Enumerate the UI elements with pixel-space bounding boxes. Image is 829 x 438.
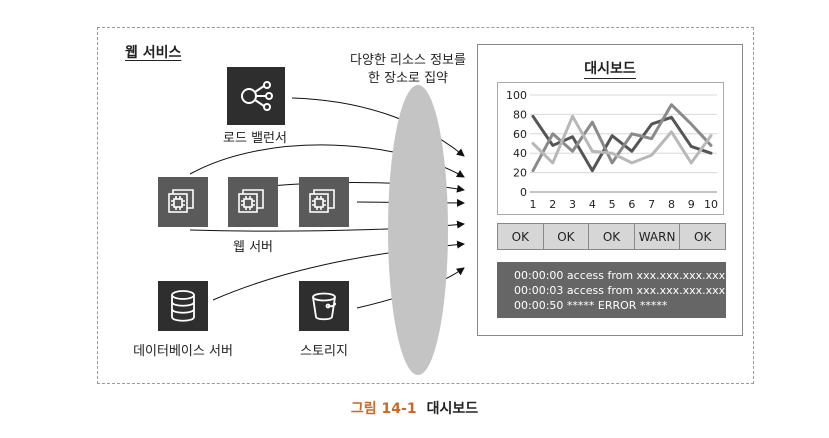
collector-line-2: 한 장소로 집약 (367, 71, 449, 86)
web-server-2-icon (228, 177, 278, 227)
x-tick-label: 4 (589, 198, 596, 211)
x-tick-label: 6 (628, 198, 635, 211)
figure-caption: 그림 14-1 대시보드 (0, 398, 829, 418)
load-balancer-label: 로드 밸런서 (223, 131, 287, 146)
x-tick-label: 9 (688, 198, 695, 211)
web-service-title: 웹 서비스 (125, 45, 182, 61)
x-tick-label: 8 (668, 198, 675, 211)
web-server-3-icon (299, 177, 349, 227)
load-balancer-icon (227, 67, 285, 125)
x-tick-label: 5 (609, 198, 616, 211)
log-panel: 00:00:00 access from xxx.xxx.xxx.xxx 00:… (497, 262, 726, 318)
web-server-1-icon (158, 177, 208, 227)
y-tick-label: 100 (506, 89, 527, 102)
log-line-3: 00:00:50 ***** ERROR ***** (514, 299, 668, 312)
series-line-3 (531, 114, 713, 165)
collector-line-1: 다양한 리소스 정보를 (350, 53, 466, 68)
status-cell-2: OK (543, 224, 590, 249)
arrow-from-load-balancer (291, 97, 465, 157)
y-tick-label: 80 (513, 108, 527, 121)
collector-caption: 다양한 리소스 정보를 한 장소로 집약 (338, 52, 478, 88)
dashboard-title-text: 대시보드 (584, 61, 636, 79)
status-cell-3: OK (589, 224, 635, 249)
web-service-frame (97, 27, 754, 384)
figure-title: 대시보드 (426, 401, 479, 417)
storage-label: 스토리지 (300, 344, 348, 359)
database-label: 데이터베이스 서버 (133, 344, 233, 359)
status-cell-4: WARN (634, 224, 681, 249)
dashboard-title: 대시보드 (477, 58, 743, 79)
figure-number: 그림 14-1 (350, 401, 417, 417)
log-line-2: 00:00:03 access from xxx.xxx.xxx.xxx (514, 284, 726, 297)
y-tick-label: 0 (520, 186, 527, 199)
x-tick-label: 2 (549, 198, 556, 211)
collector-ellipse (388, 85, 448, 375)
x-tick-label: 3 (569, 198, 576, 211)
x-tick-label: 10 (704, 198, 718, 211)
y-tick-label: 20 (513, 167, 527, 180)
status-row: OK OK OK WARN OK (497, 223, 726, 250)
storage-bucket-icon (299, 281, 349, 331)
status-cell-5: OK (680, 224, 725, 249)
x-tick-label: 1 (530, 198, 537, 211)
log-line-1: 00:00:00 access from xxx.xxx.xxx.xxx (514, 269, 726, 282)
web-server-label: 웹 서버 (232, 240, 273, 255)
y-tick-label: 40 (513, 147, 527, 160)
database-icon (158, 281, 208, 331)
y-tick-label: 60 (513, 128, 527, 141)
status-cell-1: OK (498, 224, 544, 249)
dashboard-chart-frame (497, 82, 724, 215)
x-tick-label: 7 (648, 198, 655, 211)
